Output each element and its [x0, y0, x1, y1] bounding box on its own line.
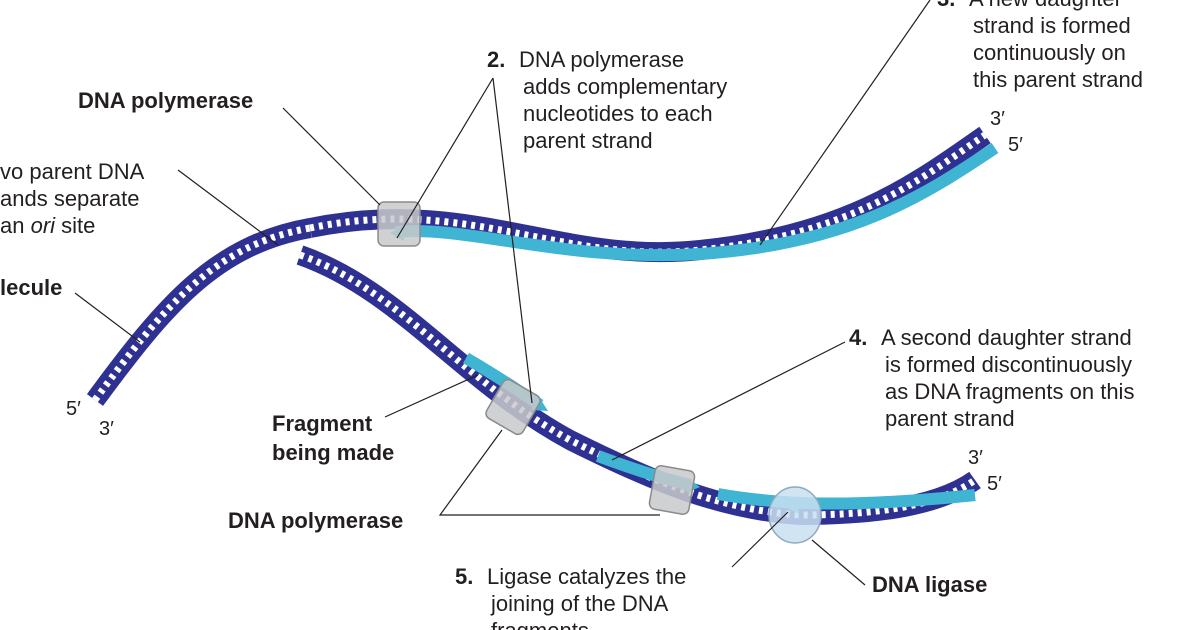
leader-molecule [74, 292, 141, 343]
step-4-line-2: is formed discontinuously [885, 352, 1133, 377]
label-fragment-being-made: Fragment being made [272, 409, 394, 467]
step-4-line-3: as DNA fragments on this [885, 379, 1135, 404]
step-2-number: 2. [487, 47, 506, 72]
step-5-line-1: Ligase catalyzes the [487, 564, 687, 589]
dna-ligase-enzyme [768, 486, 822, 544]
step-5-line-3: fragments [455, 617, 686, 630]
leader-dna-ligase [811, 539, 866, 586]
label-ori-line: an ori site [0, 212, 144, 239]
label-dna-polymerase-bottom: DNA polymerase [228, 508, 404, 533]
leader-polymerase-top [282, 107, 381, 206]
step-3-number: 3. [937, 0, 969, 12]
label-parent-line-1: vo parent DNA [0, 159, 145, 184]
fragment-line-2: being made [272, 440, 395, 465]
end-top-3prime: 3′ [990, 108, 1005, 130]
dna-polymerase-fragment-enzyme [485, 378, 541, 436]
step-2-line-4: parent strand [523, 128, 653, 153]
leader-step3 [759, 0, 931, 246]
dna-polymerase-bottom-enzyme [648, 465, 696, 515]
step-4-line-1: A second daughter strand [881, 325, 1132, 350]
step-2-line-2: adds complementary [523, 74, 728, 99]
label-step-3: 3.A new daughter strand is formed contin… [937, 0, 1143, 93]
leader-polymerase-bottom [438, 429, 660, 516]
leader-step2-b [492, 77, 533, 404]
label-parent-strands-separate: vo parent DNA ands separate an ori site [0, 158, 144, 239]
lagging-fragment-3 [716, 488, 976, 510]
end-bottom-3prime: 3′ [968, 447, 983, 469]
label-ori-word: ori [30, 213, 56, 238]
leader-parent-separate [177, 169, 279, 246]
label-ori-suffix: site [55, 213, 96, 238]
parent-strand-stem [95, 228, 310, 400]
end-left-5prime: 5′ [66, 398, 81, 420]
leader-step2-a [396, 77, 494, 239]
leader-step5 [731, 511, 789, 568]
step-3-line-2: strand is formed [973, 13, 1131, 38]
step-3-line-3: continuously on [973, 40, 1126, 65]
step-4-number: 4. [849, 325, 868, 350]
end-left-3prime: 3′ [99, 418, 114, 440]
step-3-line-1: A new daughter [969, 0, 1122, 11]
step-5-line-2: joining of the DNA [491, 591, 669, 616]
label-step-5: 5. Ligase catalyzes the joining of the DN… [455, 563, 686, 630]
end-top-5prime: 5′ [1008, 134, 1023, 156]
step-3-line-4: this parent strand [973, 67, 1143, 92]
leader-fragment [384, 374, 479, 418]
label-parent-line-2: ands separate [0, 186, 140, 211]
step-2-line-1: DNA polymerase [519, 47, 685, 72]
label-dna-polymerase-top: DNA polymerase [78, 88, 254, 113]
step-2-line-3: nucleotides to each [523, 101, 713, 126]
label-molecule: lecule [0, 275, 63, 300]
leader-step4 [611, 341, 846, 461]
label-step-2: 2. DNA polymerase adds complementary nucl… [487, 46, 727, 154]
step-5-number: 5. [455, 564, 474, 589]
leading-daughter-strand [394, 143, 999, 262]
leader-lines [74, 0, 931, 586]
fragment-line-1: Fragment [272, 411, 373, 436]
step-4-line-4: parent strand [885, 406, 1015, 431]
label-ori-prefix: an [0, 213, 31, 238]
dna-polymerase-top-enzyme [377, 201, 421, 247]
label-step-4: 4. A second daughter strand is formed dis… [849, 324, 1134, 432]
label-dna-ligase: DNA ligase [872, 572, 988, 597]
end-bottom-5prime: 5′ [987, 473, 1002, 495]
